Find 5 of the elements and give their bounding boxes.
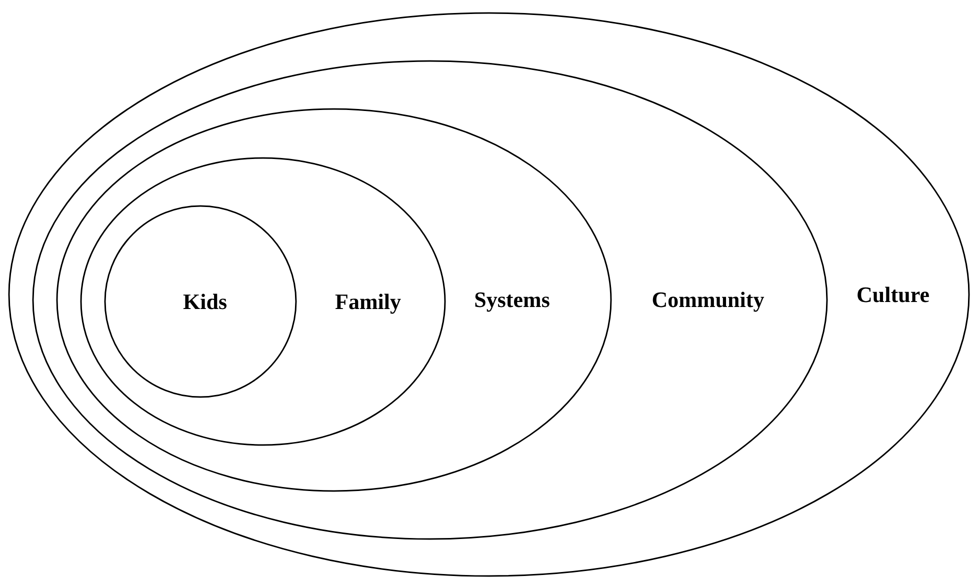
layer-label: Community	[652, 287, 764, 313]
layer-label: Kids	[182, 288, 228, 314]
layer-label: Culture	[856, 282, 930, 308]
layer-label: Systems	[474, 287, 550, 313]
layer-label: Family	[335, 288, 401, 314]
